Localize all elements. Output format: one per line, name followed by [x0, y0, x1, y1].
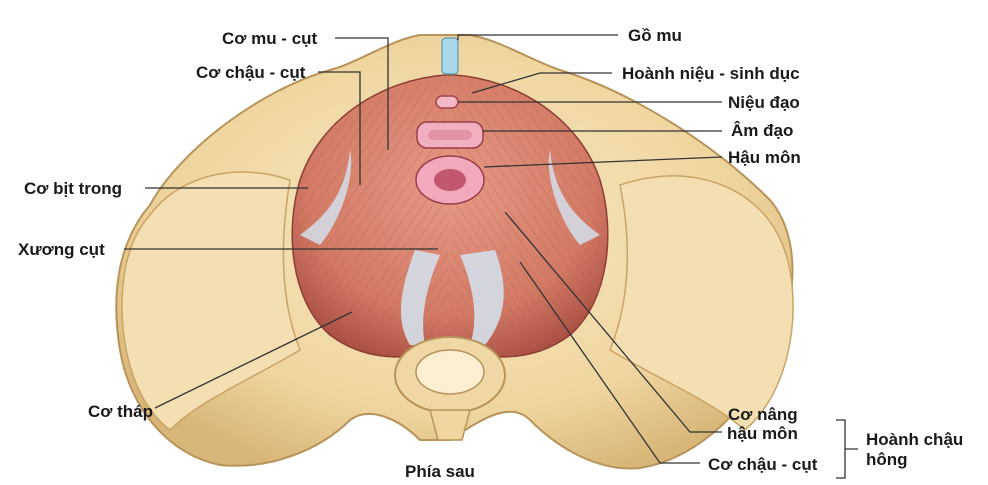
leader-piriformis	[154, 311, 353, 409]
label-iliococcygeus-top: Cơ chậu - cụt	[196, 63, 306, 82]
label-vagina: Âm đạo	[731, 121, 794, 140]
left-iliac-wing	[121, 171, 301, 431]
label-pelvic-diaphragm-2: hông	[866, 450, 908, 469]
leader-iliococcygeus-top	[318, 71, 361, 185]
pubic-symphysis	[441, 37, 459, 75]
tendinous-arch-right	[548, 150, 600, 245]
label-piriformis: Cơ tháp	[88, 402, 153, 421]
leader-pubococcygeus	[335, 37, 389, 150]
label-pelvic-diaphragm-1: Hoành chậu	[866, 430, 964, 449]
sacral-canal	[415, 349, 485, 395]
label-posterior: Phía sau	[405, 462, 475, 481]
leader-iliococcygeus-bottom	[519, 261, 700, 464]
label-anus: Hậu môn	[728, 148, 801, 167]
right-iliac-wing	[609, 175, 794, 431]
label-coccyx: Xương cụt	[18, 240, 105, 259]
bracket-pelvic-diaphragm	[836, 419, 858, 479]
label-pubic-symphysis: Gồ mu	[628, 26, 682, 45]
label-obturator-internus: Cơ bịt trong	[24, 179, 123, 198]
leader-pubic-symphysis	[457, 34, 618, 40]
anus-inner	[434, 169, 466, 191]
vagina-inner	[428, 130, 472, 140]
leader-urogenital	[471, 72, 612, 94]
urethra	[435, 95, 459, 109]
tendinous-arch-left	[300, 150, 352, 245]
label-levator-ani-1: Cơ nâng	[728, 405, 798, 424]
label-urethra: Niệu đạo	[728, 93, 800, 112]
label-urogenital-diaphragm: Hoành niệu - sinh dục	[622, 64, 800, 83]
label-levator-ani-2: hậu môn	[727, 424, 798, 443]
leader-levator-ani	[504, 211, 722, 433]
anococcygeal-tendon	[400, 250, 504, 345]
coccyx-bone	[429, 409, 471, 441]
label-iliococcygeus-bottom: Cơ chậu - cụt	[708, 455, 818, 474]
label-pubococcygeus: Cơ mu - cụt	[222, 29, 318, 48]
leader-anus	[483, 156, 723, 168]
